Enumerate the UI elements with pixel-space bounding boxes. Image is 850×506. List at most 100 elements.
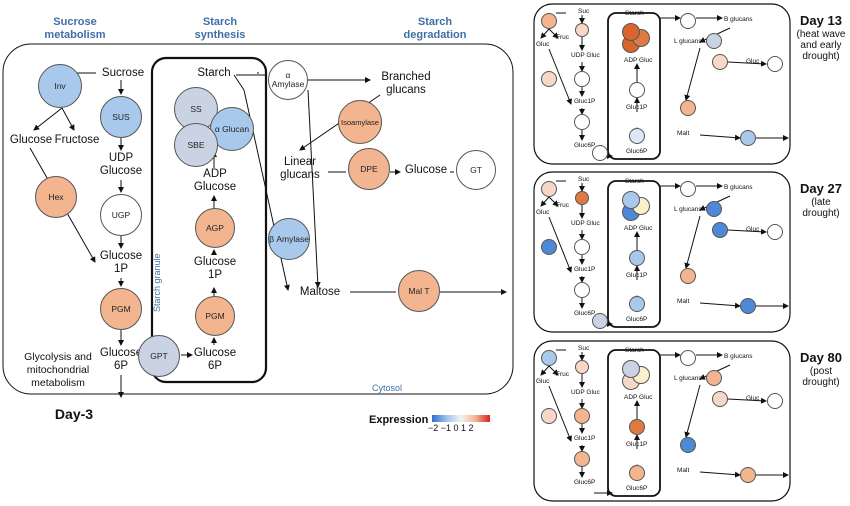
mini-adp-gluc-label: ADP Gluc	[624, 394, 653, 401]
arrow	[727, 60, 767, 67]
mini-l-glucans-label: L glucans	[674, 206, 702, 213]
mini-suc-label: Suc	[578, 345, 590, 352]
metabolite-glucose: Glucose	[9, 134, 53, 146]
mini-gt-circle	[767, 56, 783, 72]
legend-title: Expression	[369, 414, 429, 426]
mini-gpt-circle	[592, 145, 608, 161]
mini-b-glucans-label: B glucans	[724, 184, 753, 191]
mini-malt-circle	[740, 467, 756, 483]
mini-suc-label: Suc	[578, 176, 590, 183]
mini-isoamylase-circle	[706, 370, 722, 386]
main-day-label: Day-3	[54, 406, 94, 422]
panel-day-label: Day 13	[800, 13, 842, 28]
mini-gluc6p-plastid-label: Gluc6P	[626, 148, 648, 155]
mini-suc-label: Suc	[578, 8, 590, 15]
panel-day-description: (heat wave and early drought)	[796, 29, 846, 62]
mini-b-amylase-circle	[680, 100, 696, 116]
arrow	[548, 365, 559, 376]
mini-a-amylase-circle	[680, 181, 696, 197]
metabolite-glucose-6p-plastid: Glucose 6P	[193, 347, 237, 372]
mini-starch-label: Starch	[625, 347, 644, 354]
enzyme-gt: GT	[456, 150, 496, 190]
metabolite-adp-glucose: ADP Glucose	[193, 168, 237, 193]
enzyme-gpt: GPT	[138, 335, 180, 377]
mini-a-amylase-circle	[680, 13, 696, 29]
mini-gluc-label: Gluc	[536, 378, 550, 385]
arrow	[307, 89, 321, 288]
arrow	[727, 228, 767, 235]
panel-granule-2	[607, 349, 661, 497]
arrow	[699, 134, 741, 141]
mini-pgm-plastid-circle	[629, 128, 645, 144]
metabolite-glucose-right: Glucose	[404, 164, 448, 176]
enzyme-a-amylase: α Amylase	[268, 60, 308, 100]
mini-gluc6p-plastid-label: Gluc6P	[626, 316, 648, 323]
metabolite-glucose-1p-plastid: Glucose 1P	[193, 256, 237, 281]
mini-ugp-circle	[574, 282, 590, 298]
mini-gluc1p-label: Gluc1P	[574, 266, 596, 273]
arrow	[684, 215, 701, 269]
panel-day-description: (late drought)	[802, 197, 840, 219]
mini-dpe-circle	[712, 222, 728, 238]
enzyme-pgm-plastid: PGM	[195, 296, 235, 336]
enzyme-pgm-cytosol: PGM	[100, 288, 142, 330]
mini-gluc6p-label: Gluc6P	[574, 142, 596, 149]
panel-day-description: (post drought)	[802, 366, 840, 388]
mini-gluc1p-label: Gluc1P	[574, 435, 596, 442]
enzyme-mal-t: Mal T	[398, 270, 440, 312]
mini-gt-circle	[767, 224, 783, 240]
mini-malt-label: Malt	[677, 130, 690, 137]
mini-sbe-circle	[622, 23, 640, 41]
enzyme-sbe: SBE	[174, 123, 218, 167]
mini-udp-gluc-label: UDP Gluc	[571, 52, 600, 59]
legend-ticks: −2 −1 0 1 2	[428, 423, 474, 433]
arrow	[548, 28, 559, 39]
metabolite-fructose: Fructose	[54, 134, 100, 146]
mini-hex-circle	[541, 408, 557, 424]
mini-udp-gluc-label: UDP Gluc	[571, 220, 600, 227]
panel-granule-0	[607, 12, 661, 160]
mini-adp-gluc-label: ADP Gluc	[624, 57, 653, 64]
mini-dpe-circle	[712, 391, 728, 407]
enzyme-hex: Hex	[35, 176, 77, 218]
mini-pgm-cytosol-circle	[574, 408, 590, 424]
arrow	[540, 28, 550, 39]
mini-agp-circle	[629, 419, 645, 435]
mini-gluc1p-label: Gluc1P	[574, 98, 596, 105]
mini-ugp-circle	[574, 451, 590, 467]
starch-granule-label: Starch granule	[152, 253, 162, 312]
arrow	[548, 48, 572, 105]
metabolite-glycolysis: Glycolysis and mitochondrial metabolism	[24, 351, 92, 389]
mini-dpe-circle	[712, 54, 728, 70]
mini-isoamylase-circle	[706, 201, 722, 217]
mini-isoamylase-circle	[706, 33, 722, 49]
mini-l-glucans-label: L glucans	[674, 38, 702, 45]
metabolite-udp-glucose: UDP Glucose	[99, 152, 143, 177]
enzyme-isoamylase: Isoamylase	[338, 100, 382, 144]
panel-day27-boundary	[533, 171, 791, 333]
enzyme-b-amylase: β Amylase	[268, 218, 310, 260]
mini-a-amylase-circle	[680, 350, 696, 366]
mini-fruc-label: Fruc	[556, 371, 569, 378]
arrow	[540, 196, 550, 207]
mini-gpt-circle	[592, 313, 608, 329]
panel-day13-boundary	[533, 3, 791, 165]
arrow	[548, 196, 559, 207]
metabolite-glucose-6p: Glucose 6P	[99, 347, 143, 372]
mini-starch-label: Starch	[625, 178, 644, 185]
mini-sus-circle	[575, 360, 589, 374]
mini-pgm-cytosol-circle	[574, 239, 590, 255]
mini-fruc-label: Fruc	[556, 34, 569, 41]
mini-gluc1p-plastid-label: Gluc1P	[626, 441, 648, 448]
panel-granule-1	[607, 180, 661, 328]
mini-fruc-label: Fruc	[556, 202, 569, 209]
mini-malt-label: Malt	[677, 467, 690, 474]
mini-malt-label: Malt	[677, 298, 690, 305]
metabolite-maltose: Maltose	[299, 286, 341, 298]
mini-gluc-label: Gluc	[536, 209, 550, 216]
metabolite-sucrose: Sucrose	[101, 67, 145, 79]
arrow	[684, 384, 701, 438]
mini-starch-label: Starch	[625, 10, 644, 17]
legend-colorbar	[432, 415, 490, 422]
